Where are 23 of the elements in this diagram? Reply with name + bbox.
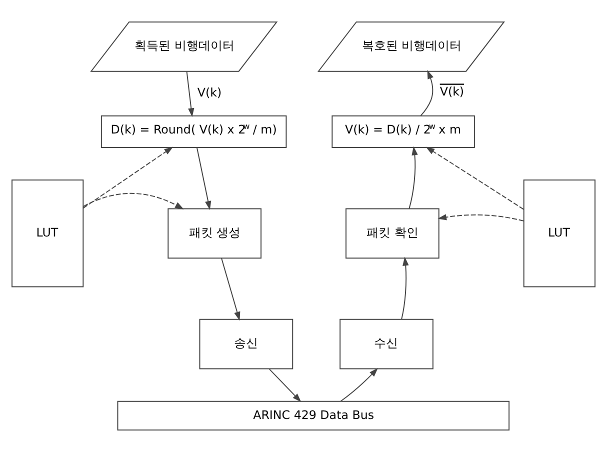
arrow	[426, 146, 524, 210]
node-box: ARINC 429 Data Bus	[117, 400, 510, 430]
arrow	[82, 192, 184, 209]
arrow	[401, 256, 409, 320]
arrow	[420, 70, 434, 116]
arrow	[340, 367, 378, 402]
edge-label: V(k)	[197, 85, 222, 100]
edge-label: V(k)	[440, 84, 464, 98]
node-box: D(k) = Round( V(k) x 2$^{w}$ / m)	[100, 114, 287, 148]
arrow	[408, 146, 418, 209]
node-box: LUT	[12, 179, 84, 287]
node-box: 수신	[340, 318, 434, 369]
node-box: LUT	[523, 179, 596, 287]
arrow	[186, 70, 194, 117]
node-box: 패킷 생성	[168, 208, 262, 258]
arrow	[268, 368, 302, 402]
arrow	[221, 257, 240, 320]
arrow	[82, 146, 174, 208]
arrow	[196, 146, 212, 210]
node-box: 송신	[199, 318, 294, 369]
arrow	[438, 214, 524, 221]
node-box: V(k) = D(k) / 2$^{w}$ x m	[332, 114, 475, 148]
node-box: 패킷 확인	[346, 208, 440, 258]
